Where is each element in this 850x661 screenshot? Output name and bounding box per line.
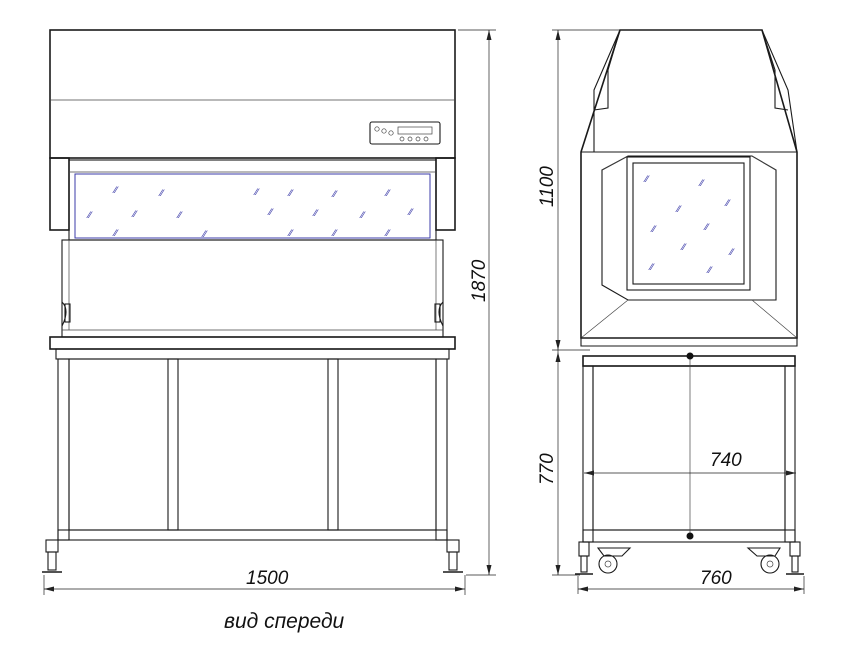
dimension-front-width-label: 1500: [246, 568, 289, 589]
front-view-caption: вид спереди: [224, 610, 345, 633]
side-window-glass: [632, 162, 745, 285]
svg-text:⁄⁄: ⁄⁄: [724, 199, 732, 209]
svg-text:⁄⁄: ⁄⁄: [201, 230, 209, 240]
side-bottom-bolt: [686, 532, 694, 540]
svg-text:⁄⁄: ⁄⁄: [176, 211, 184, 221]
left-foot: [45, 539, 59, 553]
side-glass-reflection-marks: ⁄⁄ ⁄⁄ ⁄⁄ ⁄⁄ ⁄⁄ ⁄⁄ ⁄⁄ ⁄⁄ ⁄⁄ ⁄⁄: [643, 175, 736, 276]
side-view: ⁄⁄ ⁄⁄ ⁄⁄ ⁄⁄ ⁄⁄ ⁄⁄ ⁄⁄ ⁄⁄ ⁄⁄ ⁄⁄: [537, 29, 805, 594]
front-view: ⁄⁄ ⁄⁄ ⁄⁄ ⁄⁄ ⁄⁄ ⁄⁄ ⁄⁄ ⁄⁄ ⁄⁄ ⁄⁄ ⁄⁄ ⁄⁄ ⁄⁄ ⁄…: [42, 29, 496, 633]
control-panel: [369, 121, 441, 145]
svg-text:⁄⁄: ⁄⁄: [384, 189, 392, 199]
right-foot: [446, 539, 460, 553]
front-glass-sash: [74, 173, 431, 239]
svg-text:⁄⁄: ⁄⁄: [648, 263, 656, 273]
svg-text:⁄⁄: ⁄⁄: [680, 243, 688, 253]
svg-text:⁄⁄: ⁄⁄: [384, 229, 392, 239]
svg-text:⁄⁄: ⁄⁄: [253, 188, 261, 198]
svg-text:⁄⁄: ⁄⁄: [706, 266, 714, 276]
svg-text:⁄⁄: ⁄⁄: [112, 229, 120, 239]
dimension-side-lower: [552, 350, 580, 576]
svg-text:⁄⁄: ⁄⁄: [698, 179, 706, 189]
dimension-side-outer-width: [577, 576, 805, 594]
dimension-side-lower-label: 770: [537, 453, 558, 485]
dimension-side-outer-width-label: 760: [700, 568, 732, 589]
svg-text:⁄⁄: ⁄⁄: [287, 189, 295, 199]
work-surface: [49, 336, 456, 350]
dimension-side-upper-label: 1100: [537, 166, 558, 207]
svg-text:⁄⁄: ⁄⁄: [675, 205, 683, 215]
dimension-side-upper: [552, 29, 620, 351]
svg-text:⁄⁄: ⁄⁄: [728, 248, 736, 258]
svg-text:⁄⁄: ⁄⁄: [643, 175, 651, 185]
svg-text:⁄⁄: ⁄⁄: [86, 211, 94, 221]
svg-text:⁄⁄: ⁄⁄: [407, 208, 415, 218]
svg-text:⁄⁄: ⁄⁄: [359, 211, 367, 221]
left-side-column: [49, 157, 70, 231]
side-window-frame: [626, 156, 751, 291]
support-stand: [42, 358, 463, 573]
glass-reflection-marks: ⁄⁄ ⁄⁄ ⁄⁄ ⁄⁄ ⁄⁄ ⁄⁄ ⁄⁄ ⁄⁄ ⁄⁄ ⁄⁄ ⁄⁄ ⁄⁄ ⁄⁄ ⁄…: [86, 186, 415, 240]
svg-text:⁄⁄: ⁄⁄: [131, 210, 139, 220]
svg-text:⁄⁄: ⁄⁄: [703, 223, 711, 233]
side-casters: [575, 541, 804, 575]
side-top-bolt: [686, 352, 694, 360]
svg-text:⁄⁄: ⁄⁄: [650, 225, 658, 235]
svg-text:⁄⁄: ⁄⁄: [331, 229, 339, 239]
svg-text:⁄⁄: ⁄⁄: [112, 186, 120, 196]
dimension-front-height: [458, 29, 496, 576]
svg-text:⁄⁄: ⁄⁄: [331, 190, 339, 200]
svg-text:⁄⁄: ⁄⁄: [312, 209, 320, 219]
svg-text:⁄⁄: ⁄⁄: [158, 189, 166, 199]
dimension-front-width: [43, 575, 466, 595]
right-side-column: [435, 157, 456, 231]
front-canopy: [49, 29, 456, 159]
dimension-side-inner-width: [584, 470, 796, 476]
svg-text:⁄⁄: ⁄⁄: [267, 208, 275, 218]
svg-text:⁄⁄: ⁄⁄: [287, 229, 295, 239]
work-chamber: [61, 239, 444, 338]
dimension-front-height-label: 1870: [469, 259, 490, 302]
dimension-side-inner-width-label: 740: [710, 450, 742, 471]
